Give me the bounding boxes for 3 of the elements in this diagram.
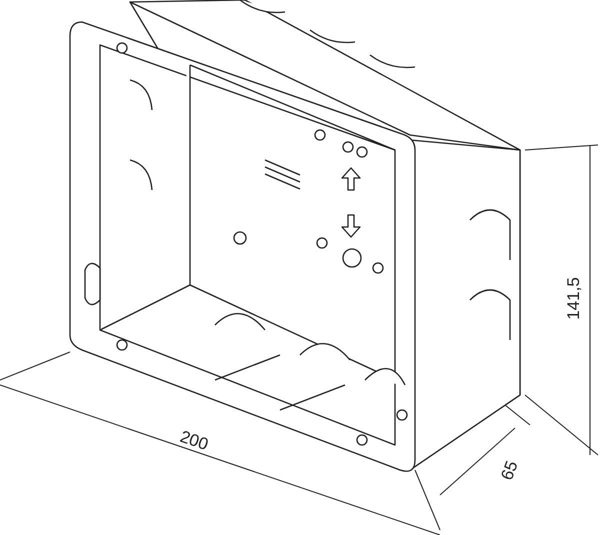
dimension-label: 200: [178, 428, 210, 454]
dimension-label: 65: [498, 458, 521, 482]
dimension-label: 141,5: [564, 277, 582, 320]
